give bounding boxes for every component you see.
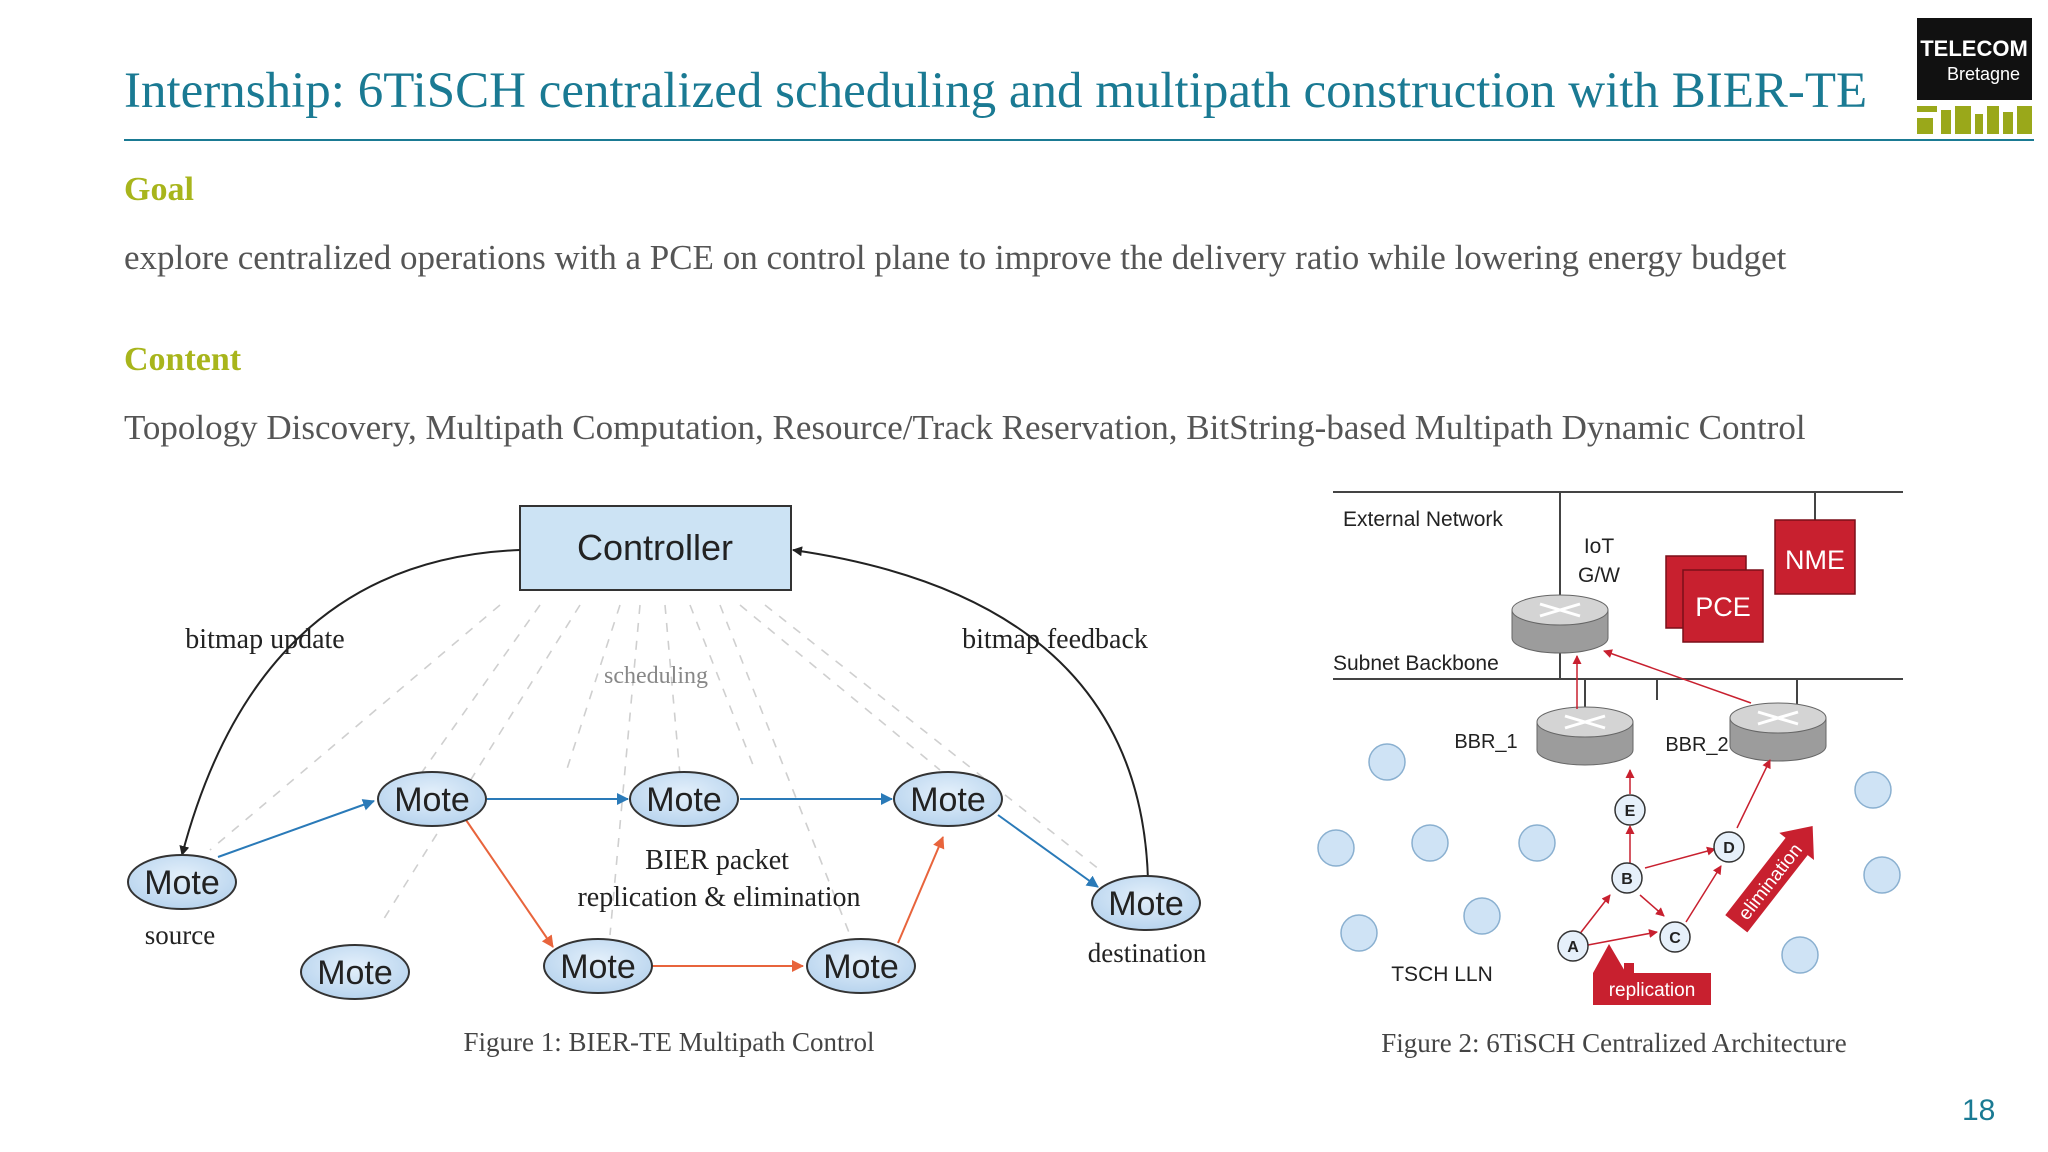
mote-destination <box>1091 875 1201 931</box>
elimination-label: elimination <box>1734 840 1806 925</box>
node-e <box>1614 794 1646 826</box>
destination-label: destination <box>1088 938 1207 968</box>
orange-arrow-mote1-to-mote5 <box>465 819 554 948</box>
pce-label: PCE <box>1695 592 1751 622</box>
controller-label: Controller <box>577 527 733 568</box>
mote-1-label: Mote <box>394 781 470 819</box>
node-b-label: B <box>1621 871 1633 888</box>
router-bbr1 <box>1536 706 1634 766</box>
bier-packet-label: BIER packet <box>645 845 789 876</box>
node-a <box>1557 930 1589 962</box>
content-heading: Content <box>124 341 242 378</box>
mote-2 <box>629 771 739 827</box>
mote-3-label: Mote <box>910 781 986 819</box>
goal-text: explore centralized operations with a PC… <box>124 238 1787 277</box>
telecom-bretagne-logo: TELECOM Bretagne <box>1917 18 2032 136</box>
controller-box <box>519 505 792 591</box>
tsch-lln-label: TSCH LLN <box>1391 963 1493 986</box>
external-network-label: External Network <box>1343 508 1503 531</box>
blue-arrow-source-to-mote1 <box>217 799 375 858</box>
mote-5 <box>543 938 653 994</box>
svg-text:TELECOM: TELECOM <box>1920 36 2028 61</box>
orange-arrow-mote6-to-mote3 <box>897 836 945 944</box>
replication-label: replication <box>1609 980 1696 1001</box>
mote-idle <box>300 944 410 1000</box>
lln-background-motes <box>1317 743 1901 974</box>
goal-heading: Goal <box>124 171 194 208</box>
title-divider <box>124 139 2034 141</box>
replication-banner: replication <box>1593 944 1711 1005</box>
nme-box <box>1774 519 1856 595</box>
figure1-caption: Figure 1: BIER-TE Multipath Control <box>464 1027 875 1057</box>
node-c <box>1659 921 1691 953</box>
bitmap-feedback-arrow <box>792 546 1149 881</box>
mote-6-label: Mote <box>823 948 899 986</box>
router-bbr2 <box>1729 702 1827 762</box>
content-text: Topology Discovery, Multipath Computatio… <box>124 408 1806 447</box>
slide-title: Internship: 6TiSCH centralized schedulin… <box>124 63 1868 119</box>
node-b <box>1611 862 1643 894</box>
nme-label: NME <box>1785 545 1845 575</box>
mote-2-label: Mote <box>646 781 722 819</box>
blue-arrow-mote3-to-destination <box>997 814 1099 888</box>
iot-label: IoT <box>1584 535 1615 558</box>
subnet-backbone-label: Subnet Backbone <box>1333 652 1499 675</box>
mote-source <box>127 854 237 910</box>
mote-source-label: Mote <box>144 864 220 902</box>
router-iot-gw <box>1511 594 1609 654</box>
mote-3 <box>893 771 1003 827</box>
mote-1 <box>377 771 487 827</box>
node-e-label: E <box>1625 803 1636 820</box>
replication-elimination-label: replication & elimination <box>577 882 860 913</box>
bitmap-update-arrow <box>179 549 521 856</box>
scheduling-label: scheduling <box>604 663 708 689</box>
bitmap-feedback-label: bitmap feedback <box>962 624 1148 655</box>
bbr2-label: BBR_2 <box>1665 734 1728 756</box>
bitmap-update-label: bitmap update <box>185 624 344 655</box>
source-label: source <box>145 920 215 950</box>
mote-idle-label: Mote <box>317 954 393 992</box>
figure1-bier-te: Controller bitmap update bitmap feedback… <box>127 505 1207 1057</box>
node-d-label: D <box>1723 840 1735 857</box>
pce-box <box>1682 569 1764 643</box>
mote-6 <box>806 938 916 994</box>
figure2-caption: Figure 2: 6TiSCH Centralized Architectur… <box>1381 1028 1846 1058</box>
svg-text:Bretagne: Bretagne <box>1947 64 2020 84</box>
page-number: 18 <box>1962 1094 1996 1127</box>
elimination-banner: elimination <box>1725 825 1814 933</box>
gw-label: G/W <box>1578 564 1620 587</box>
node-a-label: A <box>1567 939 1579 956</box>
node-c-label: C <box>1669 930 1681 947</box>
bbr1-label: BBR_1 <box>1454 731 1517 753</box>
figure2-6tisch-architecture: External Network IoT G/W Subnet Backbone… <box>1317 491 1903 1058</box>
scheduling-dashed-lines <box>209 604 1101 936</box>
mote-5-label: Mote <box>560 948 636 986</box>
node-d <box>1713 831 1745 863</box>
mote-destination-label: Mote <box>1108 885 1184 923</box>
